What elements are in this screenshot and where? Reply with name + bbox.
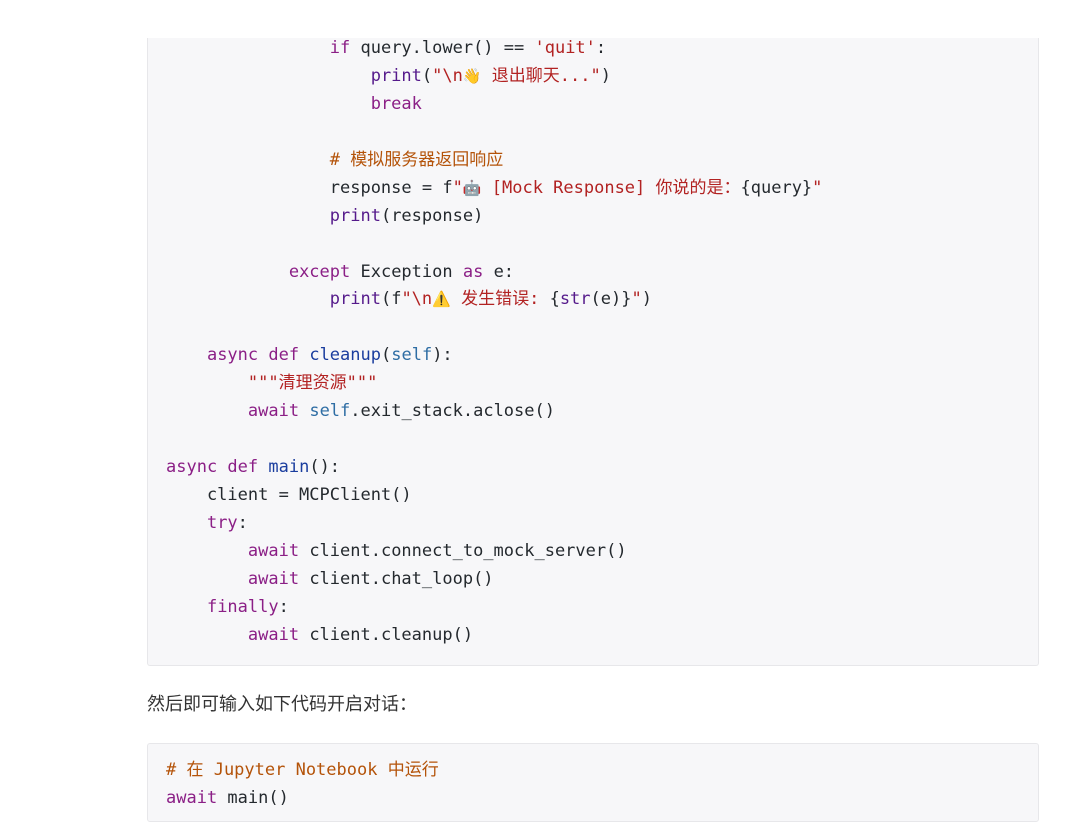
code-line	[166, 426, 1038, 454]
code-line: await client.cleanup()	[247, 624, 474, 645]
code-line: await main()	[166, 787, 289, 808]
code-line: async def cleanup(self):	[206, 345, 453, 366]
code-line: # 在 Jupyter Notebook 中运行	[166, 760, 439, 780]
code-line	[166, 314, 1038, 342]
code-line: response = f"🤖 [Mock Response] 你说的是：{que…	[166, 177, 823, 198]
code-block-run-main[interactable]: # 在 Jupyter Notebook 中运行 await main()	[147, 743, 1039, 822]
code-line: break	[370, 93, 422, 114]
code-line: await self.exit_stack.aclose()	[247, 401, 555, 422]
body-paragraph: 然后即可输入如下代码开启对话：	[147, 694, 417, 715]
waving-hand-icon: 👋	[462, 66, 482, 85]
code-line: if query.lower() == 'quit':	[329, 38, 607, 58]
code-line: # 模拟服务器返回响应	[329, 149, 504, 170]
code-line: """清理资源"""	[247, 373, 378, 394]
code-line: client = MCPClient()	[166, 485, 412, 505]
code-line: finally:	[206, 596, 289, 617]
code-line: try:	[206, 512, 248, 533]
code-content: # 在 Jupyter Notebook 中运行 await main()	[148, 757, 1038, 813]
code-line	[166, 231, 1038, 259]
code-line: print(f"\n⚠️ 发生错误: {str(e)}")	[329, 289, 652, 310]
code-line: await client.connect_to_mock_server()	[247, 540, 627, 561]
robot-icon: 🤖	[462, 178, 482, 197]
code-block-mcp-client[interactable]: if query.lower() == 'quit': print("\n👋 退…	[147, 38, 1039, 666]
code-line: except Exception as e:	[288, 261, 515, 282]
code-line	[166, 119, 1038, 147]
warning-icon: ⚠️	[432, 290, 451, 309]
code-line: print(response)	[329, 205, 484, 226]
code-line: print("\n👋 退出聊天...")	[370, 65, 611, 86]
code-content: if query.lower() == 'quit': print("\n👋 退…	[148, 35, 1038, 650]
code-line: async def main():	[166, 457, 341, 478]
code-line: await client.chat_loop()	[247, 568, 494, 589]
